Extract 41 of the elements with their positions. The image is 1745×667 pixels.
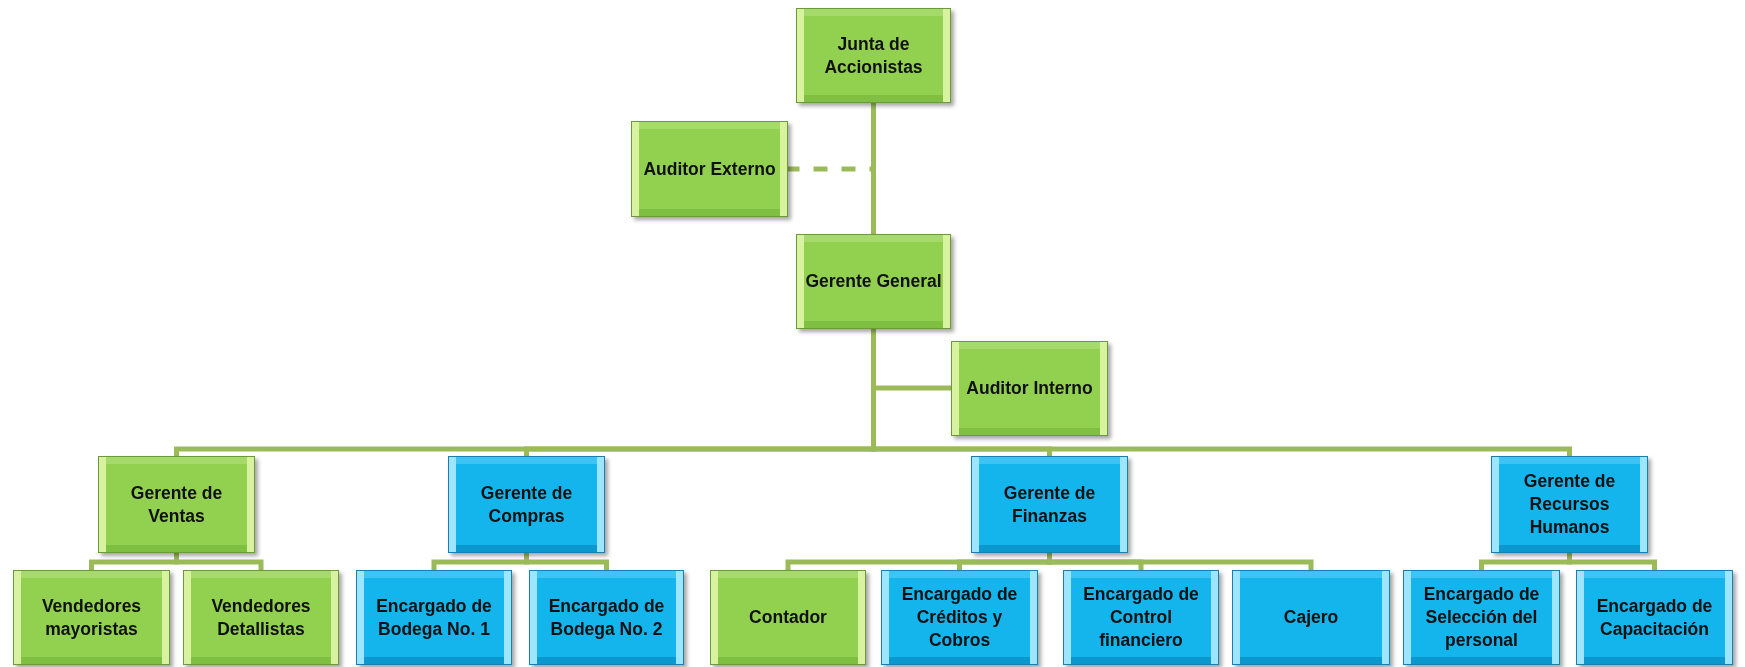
role-title: Gerente de Recursos Humanos	[1522, 470, 1617, 539]
role-title: Cajero	[1282, 606, 1340, 629]
org-box	[796, 234, 951, 329]
role-title: Contador	[748, 606, 828, 629]
role-title: Gerente de Compras	[479, 481, 574, 528]
role-title: Encargado de Bodega No. 1	[375, 594, 493, 641]
org-box	[183, 570, 339, 665]
role-title: Gerente de Finanzas	[1002, 481, 1097, 528]
org-box	[529, 570, 684, 665]
org-box	[881, 570, 1038, 665]
org-box	[1063, 570, 1219, 665]
org-box	[631, 121, 788, 217]
role-title: Encargado de Capacitación	[1595, 594, 1714, 641]
org-box	[13, 570, 170, 665]
role-title: Encargado de Créditos y Cobros	[900, 583, 1019, 652]
connector-line	[174, 553, 264, 570]
org-box	[1491, 456, 1648, 553]
role-title: Auditor Interno	[965, 377, 1094, 400]
org-box	[1576, 570, 1733, 665]
role-title: Encargado de Selección del personal	[1422, 583, 1541, 652]
role-title: Gerente de Ventas	[129, 481, 224, 528]
role-title: Auditor Externo	[642, 157, 777, 181]
org-box	[971, 456, 1128, 553]
role-title: Vendedores Detallistas	[210, 594, 312, 641]
role-title: Gerente General	[804, 270, 943, 293]
org-box	[98, 456, 255, 553]
org-box	[448, 456, 605, 553]
org-box	[796, 8, 951, 103]
role-title: Vendedores mayoristas	[40, 594, 143, 641]
role-title: Encargado de Control financiero	[1082, 583, 1200, 652]
org-box	[1232, 570, 1390, 665]
org-box	[951, 341, 1108, 436]
dashed-connector	[788, 103, 876, 172]
org-box	[356, 570, 512, 665]
connector-line	[1047, 553, 1314, 570]
org-box	[710, 570, 866, 665]
role-title: Encargado de Bodega No. 2	[547, 594, 666, 641]
org-box	[1403, 570, 1560, 665]
connector-line	[1567, 553, 1657, 570]
connector-line	[524, 553, 609, 570]
role-title: Junta de Accionistas	[823, 32, 924, 79]
